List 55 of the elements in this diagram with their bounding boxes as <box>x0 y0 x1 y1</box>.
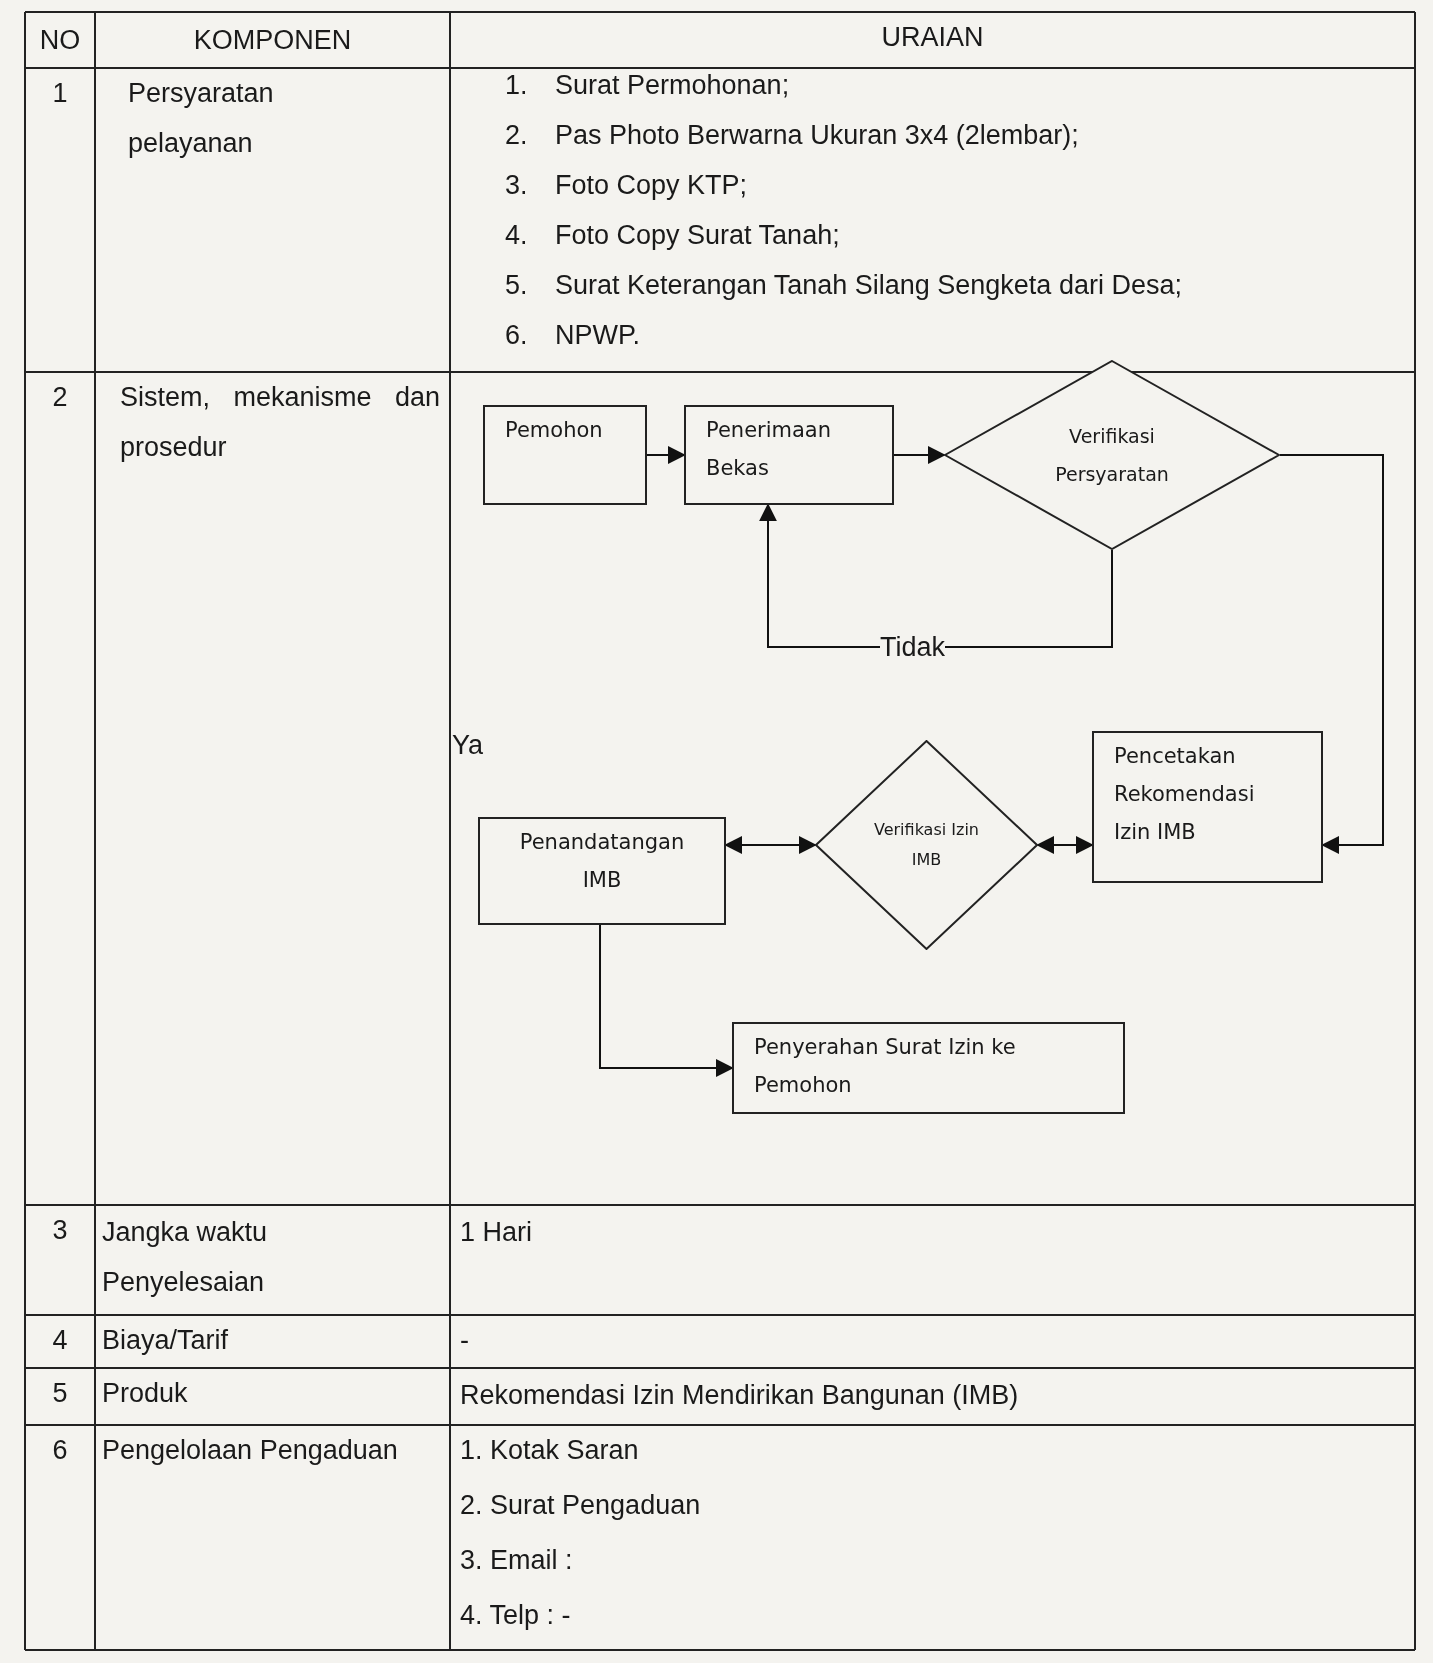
column-header: URAIAN <box>880 21 985 54</box>
requirement-item: Foto Copy Surat Tanah; <box>555 219 841 252</box>
list-number: 3. <box>505 169 529 202</box>
list-number: 5. <box>505 269 529 302</box>
list-number: 2. <box>505 119 529 152</box>
arrow <box>893 446 946 464</box>
requirement-item: Pas Photo Berwarna Ukuran 3x4 (2lembar); <box>555 119 1080 152</box>
row-number: 1 <box>51 77 69 110</box>
row-number: 3 <box>51 1214 69 1247</box>
requirement-item: Foto Copy KTP; <box>555 169 749 202</box>
arrow <box>599 924 734 1077</box>
row-number: 6 <box>51 1434 69 1467</box>
row-number: 4 <box>51 1324 69 1357</box>
process-box <box>732 1022 1125 1114</box>
node-text: Pemohon <box>505 417 604 444</box>
process-box <box>1092 731 1323 883</box>
arrow <box>646 446 686 464</box>
list-number: 1. <box>505 69 529 102</box>
list-number: 4. <box>505 219 529 252</box>
description-text: - <box>460 1324 470 1357</box>
process-box <box>478 817 726 925</box>
process-box <box>483 405 647 505</box>
complaint-item: 3. Email : <box>460 1544 574 1577</box>
requirement-item: Surat Permohonan; <box>555 69 791 102</box>
component-name: Pengelolaan Pengaduan <box>102 1434 399 1467</box>
description-text: Rekomendasi Izin Mendirikan Bangunan (IMB) <box>460 1379 1020 1412</box>
decision-diamond <box>944 360 1280 550</box>
row-number: 2 <box>51 381 69 414</box>
node-text: Verifikasi Persyaratan <box>1054 424 1170 487</box>
arrow <box>1279 454 1384 854</box>
node-text: Pencetakan Rekomendasi Izin IMB <box>1114 743 1256 846</box>
node-text: Penandatangan IMB <box>518 829 686 894</box>
arrow <box>1036 836 1094 854</box>
list-number: 6. <box>505 319 529 352</box>
component-name: Sistem, mekanisme dan prosedur <box>120 381 440 464</box>
complaint-item: 1. Kotak Saran <box>460 1434 640 1467</box>
component-name: Persyaratan pelayanan <box>128 77 275 160</box>
arrow <box>759 503 1113 648</box>
column-header: NO <box>38 24 82 57</box>
decision-diamond <box>815 740 1038 950</box>
component-name: Jangka waktu Penyelesaian <box>102 1216 269 1299</box>
description-text: 1 Hari <box>460 1216 534 1249</box>
row-number: 5 <box>51 1377 69 1410</box>
complaint-item: 2. Surat Pengaduan <box>460 1489 702 1522</box>
node-text: Penerimaan Bekas <box>706 417 833 482</box>
process-box <box>684 405 894 505</box>
complaint-item: 4. Telp : - <box>460 1599 572 1632</box>
decision-label: Ya <box>452 729 485 762</box>
component-name: Produk <box>102 1377 189 1410</box>
column-header: KOMPONEN <box>192 24 353 57</box>
component-name: Biaya/Tarif <box>102 1324 230 1357</box>
requirement-item: Surat Keterangan Tanah Silang Sengketa dari Desa; <box>555 269 1183 302</box>
node-text: Verifikasi Izin IMB <box>873 819 980 871</box>
node-text: Penyerahan Surat Izin ke Pemohon <box>754 1034 1017 1099</box>
requirement-item: NPWP. <box>555 319 642 352</box>
